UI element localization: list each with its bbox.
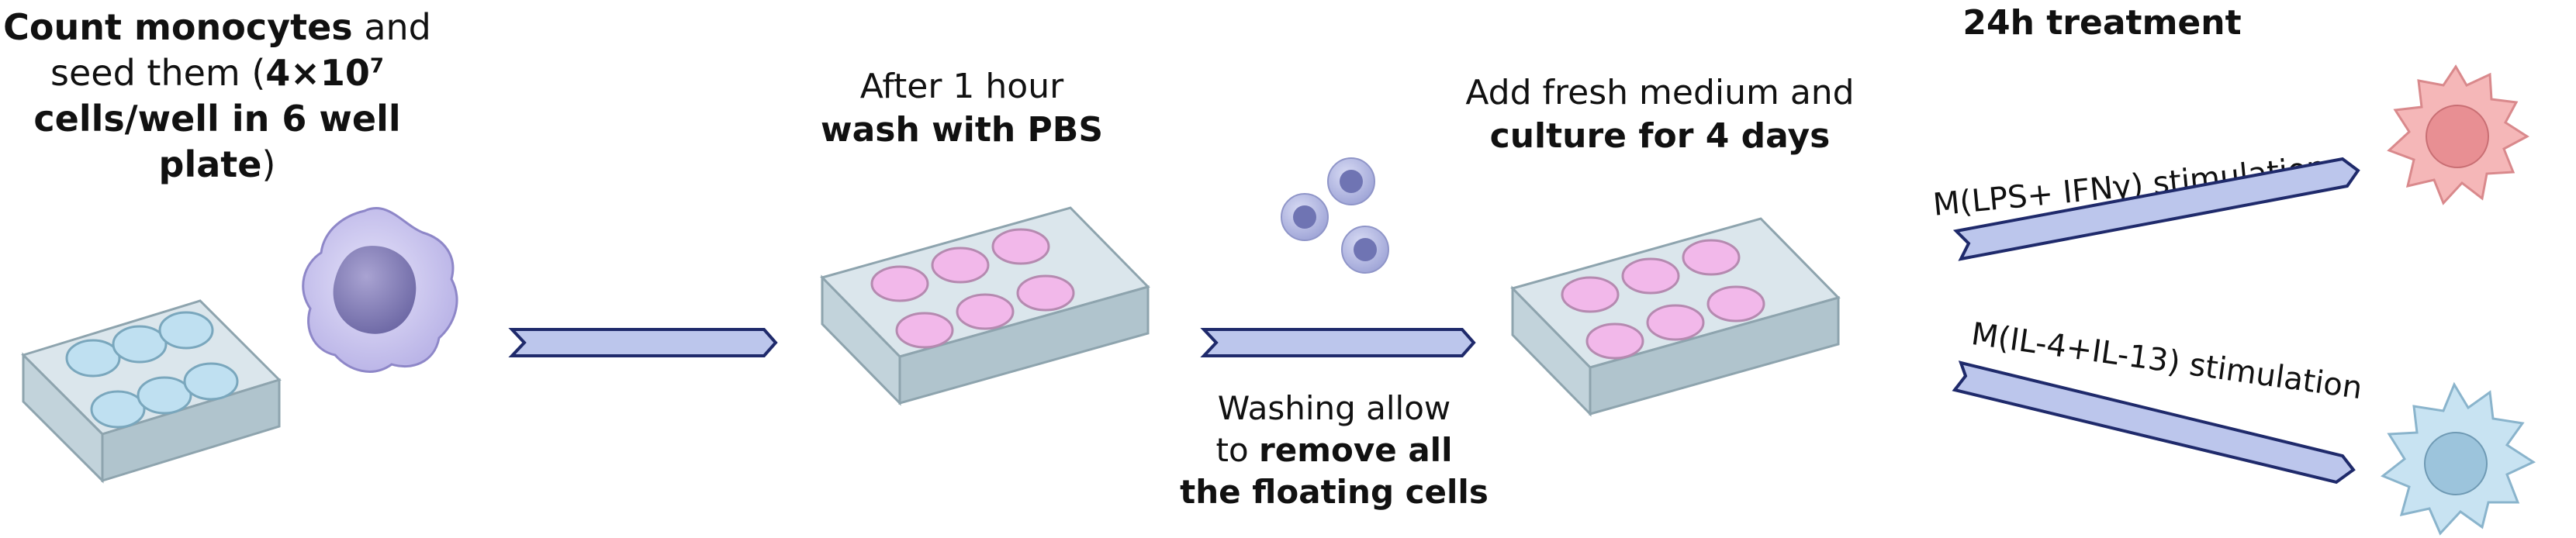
monocyte-cell [302,207,458,373]
step1-line1-rest: and [352,6,431,48]
washing-line2-bold: remove all [1259,430,1453,469]
step1-line3-bold: cells/well in 6 well plate [33,97,401,185]
m1-macrophage-cell [2387,64,2529,205]
step1-line2-sup: 7 [369,54,384,78]
step1-caption: Count monocytes and seed them (4×107 cel… [0,5,434,188]
plate3-wells [1561,239,1765,360]
washing-line3: the floating cells [1180,472,1489,511]
step3-line2: culture for 4 days [1489,116,1831,157]
washing-line1: Washing allow [1217,389,1451,427]
step2-line1: After 1 hour [859,67,1064,106]
treatment-title: 24h treatment [1962,3,2242,43]
step1-line2-bold: 4×10 [265,51,370,94]
floating-cells [1281,157,1389,274]
arrow-step1-to-step2 [508,328,778,357]
plate2-wells [870,228,1075,349]
washing-note: Washing allow to remove all the floating… [1156,388,1513,512]
m2-macrophage-cell [2381,381,2536,536]
arrow-m2-stimulation [1952,360,2356,485]
step3-caption: Add fresh medium and culture for 4 days [1443,71,1877,159]
step1-line3-rest: ) [261,143,276,185]
step1-line2-a: seed them ( [50,51,266,94]
well-plate-2 [820,206,1150,406]
step2-caption: After 1 hour wash with PBS [799,65,1125,153]
washing-line2-a: to [1215,430,1260,469]
step1-line1-bold: Count monocytes [3,6,353,48]
plate1-wells [65,311,239,429]
step3-line1: Add fresh medium and [1465,73,1855,112]
well-plate-1 [21,299,282,484]
arrow-step2-to-step3 [1200,328,1476,357]
arrow-m1-stimulation [1952,157,2360,261]
well-plate-3 [1510,217,1841,417]
step2-line2: wash with PBS [820,110,1104,150]
